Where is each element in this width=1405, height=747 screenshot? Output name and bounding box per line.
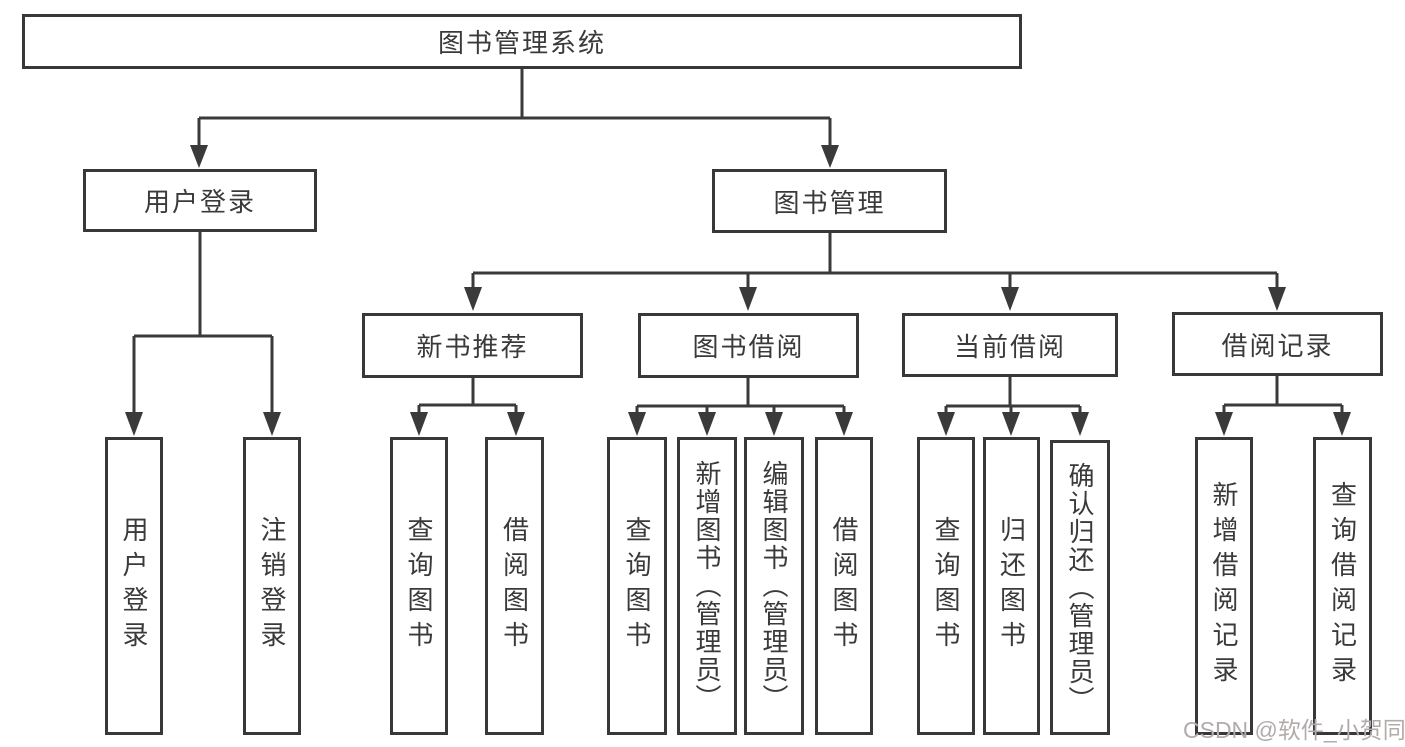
connector-current-borrowing-children bbox=[944, 377, 1082, 413]
node-label: 借阅图书 bbox=[499, 516, 530, 656]
node-label: 确认归还（管理员） bbox=[1065, 461, 1095, 714]
arrowhead-icon bbox=[739, 287, 757, 311]
node-label: 借阅记录 bbox=[1221, 330, 1334, 361]
arrowhead-icon bbox=[1333, 412, 1351, 436]
node-leaf-query-books-1: 查询图书 bbox=[390, 437, 448, 735]
connector-book-borrowing-children bbox=[635, 378, 846, 413]
node-label: 归还图书 bbox=[996, 516, 1027, 656]
node-label: 查询借阅记录 bbox=[1327, 481, 1358, 691]
arrowhead-icon bbox=[464, 287, 482, 311]
arrowhead-icon bbox=[628, 412, 646, 436]
arrowhead-icon bbox=[1268, 287, 1286, 311]
connector-borrow-records-children bbox=[1222, 376, 1344, 413]
node-leaf-logout: 注销登录 bbox=[243, 437, 301, 735]
node-leaf-return-books: 归还图书 bbox=[983, 437, 1040, 735]
arrowhead-icon bbox=[937, 412, 955, 436]
arrowhead-icon bbox=[1001, 287, 1019, 311]
arrowhead-icon bbox=[410, 412, 428, 436]
node-leaf-add-books-admin: 新增图书（管理员） bbox=[677, 437, 737, 735]
node-leaf-query-books-2: 查询图书 bbox=[607, 437, 667, 735]
arrowhead-icon bbox=[698, 412, 716, 436]
node-leaf-query-books-3: 查询图书 bbox=[917, 437, 975, 735]
node-leaf-user-login: 用户登录 bbox=[105, 437, 163, 735]
node-leaf-confirm-return-admin: 确认归还（管理员） bbox=[1050, 440, 1110, 735]
node-label: 注销登录 bbox=[257, 516, 287, 656]
connector-book-management-children bbox=[471, 233, 1279, 288]
node-leaf-edit-books-admin: 编辑图书（管理员） bbox=[744, 437, 804, 735]
arrowhead-icon bbox=[765, 412, 783, 436]
arrowhead-icon bbox=[190, 145, 208, 168]
node-label: 当前借阅 bbox=[953, 331, 1066, 362]
node-current-borrowing: 当前借阅 bbox=[902, 313, 1118, 377]
node-label: 用户登录 bbox=[143, 187, 256, 217]
arrowhead-icon bbox=[1071, 412, 1089, 436]
arrowhead-icon bbox=[835, 412, 853, 436]
connector-root-to-level1 bbox=[197, 68, 832, 146]
csdn-watermark: CSDN @软件_小贺同学 bbox=[1183, 717, 1405, 743]
node-label: 新增图书（管理员） bbox=[692, 460, 722, 712]
arrowhead-icon bbox=[507, 412, 525, 436]
node-label: 查询图书 bbox=[622, 516, 652, 656]
node-label: 图书管理系统 bbox=[437, 28, 606, 58]
node-book-management: 图书管理 bbox=[712, 169, 947, 233]
node-label: 新增借阅记录 bbox=[1209, 481, 1239, 691]
arrowhead-icon bbox=[263, 412, 281, 436]
node-label: 新书推荐 bbox=[416, 332, 529, 362]
arrowhead-icon bbox=[821, 145, 839, 168]
node-user-login: 用户登录 bbox=[83, 169, 317, 232]
node-leaf-add-borrow-record: 新增借阅记录 bbox=[1195, 437, 1253, 735]
node-label: 编辑图书（管理员） bbox=[759, 460, 789, 712]
connector-user-login-children bbox=[132, 231, 274, 413]
node-book-borrowing: 图书借阅 bbox=[638, 313, 859, 378]
arrowhead-icon bbox=[1002, 412, 1020, 436]
node-label: 图书管理 bbox=[773, 187, 886, 218]
connector-new-book-children bbox=[417, 378, 518, 413]
node-label: 查询图书 bbox=[931, 516, 961, 656]
node-leaf-borrow-books-2: 借阅图书 bbox=[815, 437, 873, 735]
node-borrowing-records: 借阅记录 bbox=[1172, 312, 1383, 376]
node-leaf-query-borrow-record: 查询借阅记录 bbox=[1313, 437, 1372, 735]
arrowhead-icon bbox=[1215, 412, 1233, 436]
node-leaf-borrow-books-1: 借阅图书 bbox=[485, 437, 544, 735]
node-label: 借阅图书 bbox=[829, 516, 859, 656]
node-label: 查询图书 bbox=[404, 516, 434, 656]
node-label: 用户登录 bbox=[119, 516, 149, 656]
arrowhead-icon bbox=[125, 412, 143, 436]
node-new-book-recommend: 新书推荐 bbox=[362, 313, 583, 378]
node-library-management-system: 图书管理系统 bbox=[22, 14, 1022, 69]
node-label: 图书借阅 bbox=[692, 332, 805, 362]
